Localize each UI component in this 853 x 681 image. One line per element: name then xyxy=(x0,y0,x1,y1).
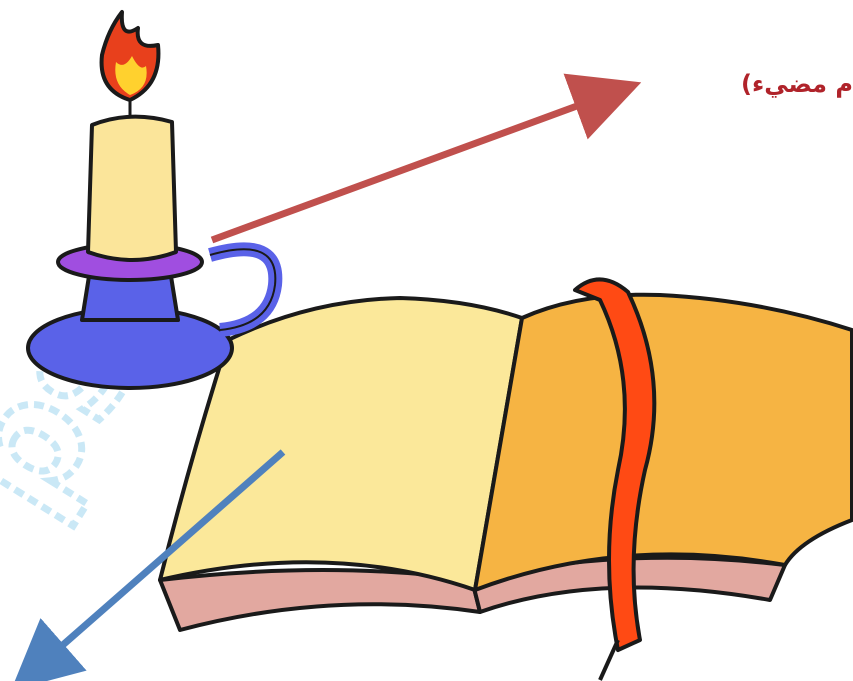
book-right-page xyxy=(473,292,853,592)
candle-holder-handle xyxy=(208,242,283,337)
arrow-from-book xyxy=(10,449,286,681)
candle xyxy=(26,10,283,390)
open-book xyxy=(158,277,853,681)
bookmark-ribbon xyxy=(573,277,657,652)
candle-body xyxy=(86,114,178,262)
bookmark-tail xyxy=(598,639,620,681)
luminous-object-label: م مضيء) xyxy=(741,70,853,98)
candle-flame-core xyxy=(115,56,147,95)
arrow-to-label xyxy=(210,73,642,244)
